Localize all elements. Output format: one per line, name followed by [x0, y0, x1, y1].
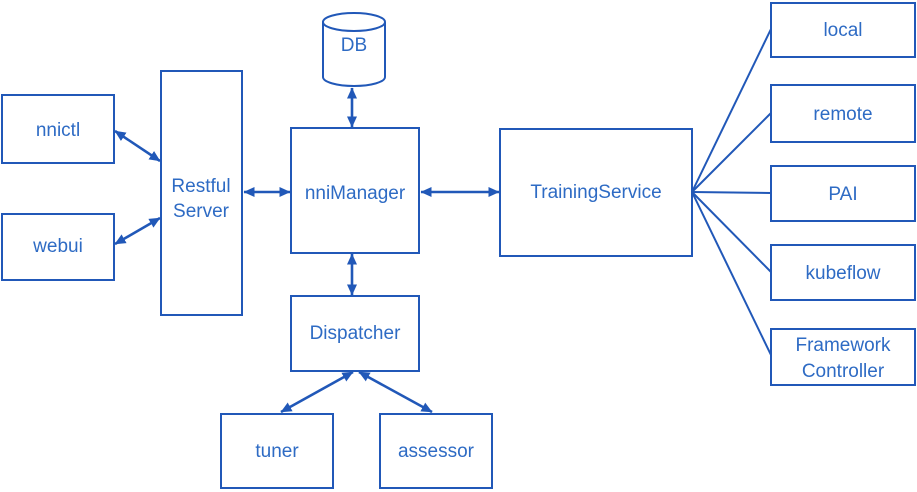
kubeflow-label: kubeflow: [806, 263, 881, 284]
db-label: DB: [341, 35, 367, 56]
restful-server-box: [160, 70, 243, 316]
restful-server-label-line2: Server: [173, 201, 230, 222]
tuner-label: tuner: [255, 441, 299, 462]
dispatcher-box: [290, 295, 420, 372]
node-labels: nnictl webui Restful Server DB nniManage…: [32, 20, 891, 462]
trainingservice-platform-lines: [691, 28, 772, 356]
assessor-label: assessor: [398, 441, 475, 462]
framework-controller-label-line2: Controller: [802, 361, 885, 382]
framework-controller-box: [770, 328, 916, 386]
db-cylinder-top: [322, 12, 386, 32]
nnictl-label: nnictl: [36, 120, 80, 141]
remote-box: [770, 84, 916, 143]
line-trainingservice-pai: [691, 191, 772, 194]
webui-box: [1, 213, 115, 281]
nnimanager-label: nniManager: [305, 183, 406, 204]
line-trainingservice-kubeflow: [691, 191, 772, 273]
db-cylinder-icon: [322, 12, 386, 87]
pai-label: PAI: [828, 184, 857, 205]
local-label: local: [823, 20, 862, 41]
arrow-dispatcher-assessor: [358, 370, 433, 414]
pai-box: [770, 165, 916, 222]
nnictl-box: [1, 94, 115, 164]
trainingservice-box: [499, 128, 693, 257]
arrow-nnictl-restful-server: [114, 129, 161, 163]
line-trainingservice-remote: [691, 112, 772, 193]
nnimanager-box: [290, 127, 420, 254]
connector-arrows: [114, 87, 500, 414]
arrow-webui-restful-server: [114, 216, 161, 246]
assessor-box: [379, 413, 493, 489]
line-trainingservice-local: [691, 28, 772, 193]
tuner-box: [220, 413, 334, 489]
webui-label: webui: [32, 236, 83, 257]
framework-controller-label-line1: Framework: [795, 335, 891, 356]
db-cylinder-body: [322, 22, 386, 87]
arrow-dispatcher-tuner: [280, 370, 354, 414]
line-trainingservice-framework-controller: [691, 191, 772, 356]
restful-server-label-line1: Restful: [171, 176, 230, 197]
kubeflow-box: [770, 244, 916, 301]
trainingservice-label: TrainingService: [530, 182, 661, 203]
remote-label: remote: [813, 104, 872, 125]
dispatcher-label: Dispatcher: [310, 323, 401, 344]
